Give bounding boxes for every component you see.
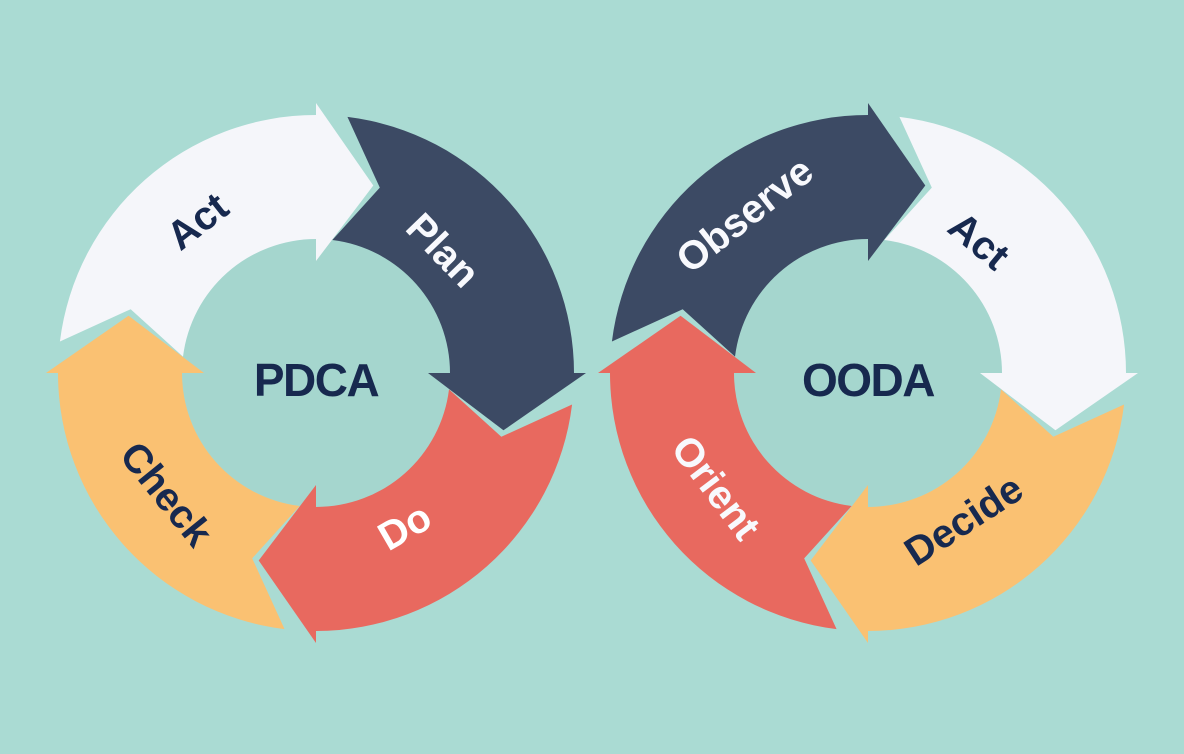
ooda-segment-observe-body xyxy=(611,115,868,357)
ooda-segment-orient-arrowhead-icon xyxy=(598,315,756,373)
pdca-cycle-title: PDCA xyxy=(253,354,380,406)
pdca-segment-do-arrowhead-icon xyxy=(258,485,316,643)
ooda-segment-orient-body xyxy=(610,373,852,630)
ooda-cycle-title: OODA xyxy=(802,354,936,406)
ooda-segment-act-body xyxy=(884,116,1126,374)
ooda-segment-decide-body xyxy=(868,389,1125,631)
ooda-inner-hole xyxy=(734,239,1002,507)
pdca-segment-do-body xyxy=(316,389,573,631)
pdca-segment-act-arrowhead-icon xyxy=(316,103,374,261)
pdca-segment-check-arrowhead-icon xyxy=(46,315,204,373)
ooda-segment-act-arrowhead-icon xyxy=(980,373,1138,431)
pdca-segment-plan-body xyxy=(332,116,574,374)
ooda-segment-decide-arrowhead-icon xyxy=(810,485,868,643)
pdca-segment-plan-arrowhead-icon xyxy=(428,373,586,431)
pdca-inner-hole xyxy=(182,239,450,507)
ooda-segment-observe-arrowhead-icon xyxy=(868,103,926,261)
pdca-segment-check-body xyxy=(58,373,300,630)
pdca-segment-act-body xyxy=(59,115,317,357)
